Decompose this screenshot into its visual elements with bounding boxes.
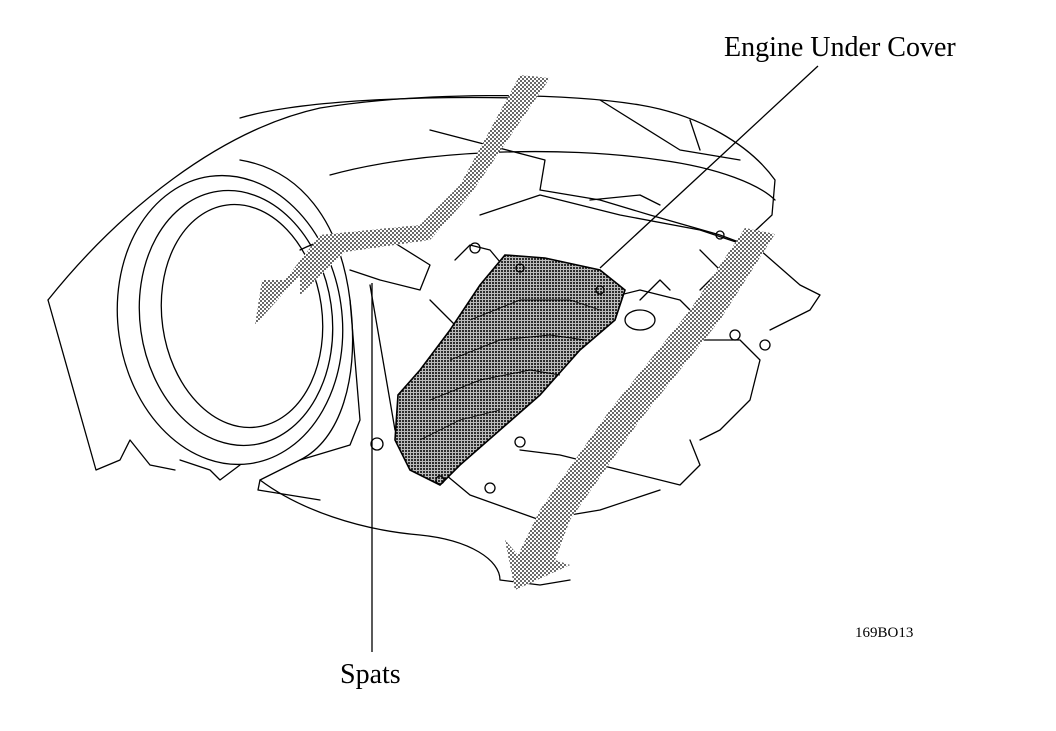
engine-under-cover — [394, 254, 626, 486]
front-wheel-tire — [116, 159, 354, 481]
airflow-arrow-left — [255, 75, 550, 325]
figure-code-label: 169BO13 — [855, 625, 914, 641]
bumper-body-outline — [47, 94, 776, 471]
wheel-house-spats — [257, 235, 431, 501]
airflow-arrow-right — [505, 228, 775, 590]
spats-label: Spats — [340, 659, 401, 690]
engine-under-cover-label: Engine Under Cover — [724, 32, 956, 63]
undercarriage-panels — [259, 129, 821, 586]
engine-under-cover-leader — [599, 65, 819, 269]
